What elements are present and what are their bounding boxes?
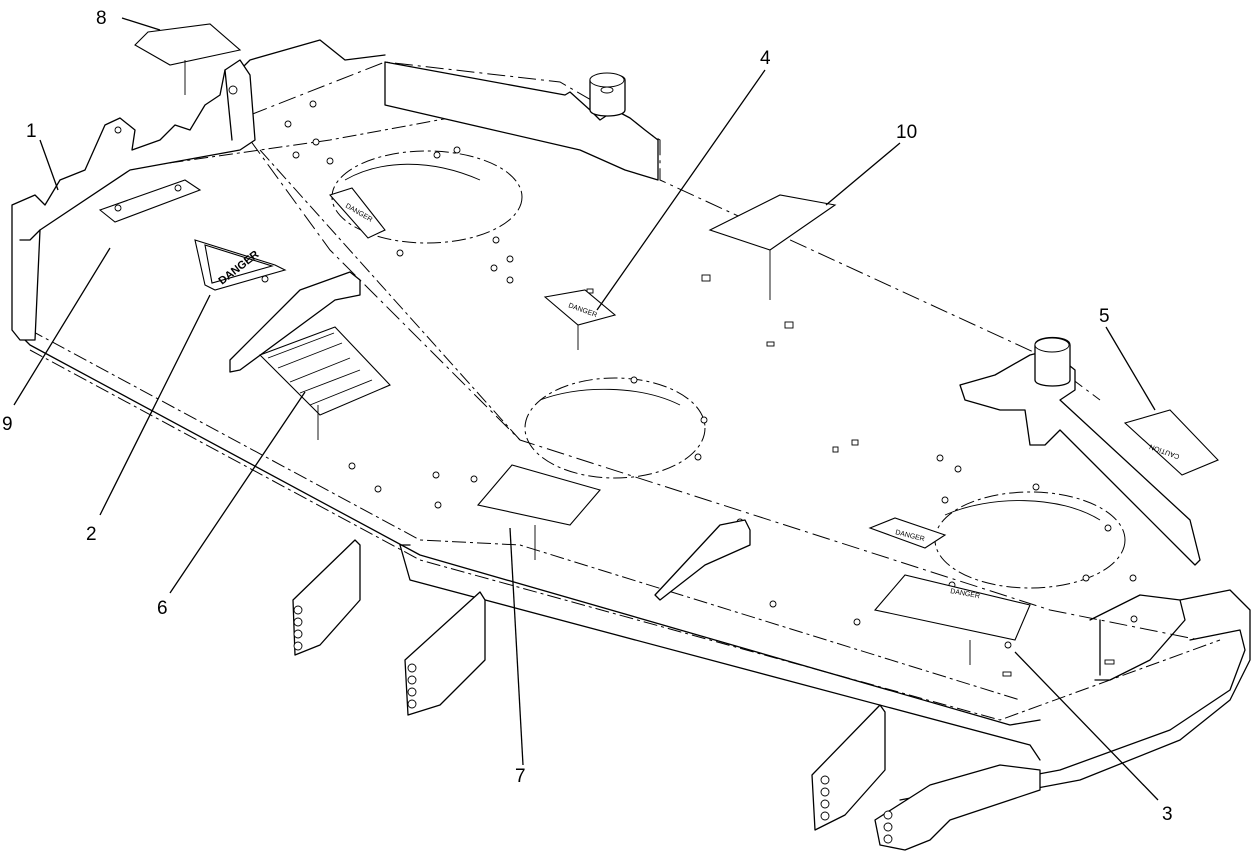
leader-8 — [121, 17, 161, 31]
leader-4 — [596, 69, 766, 311]
decal-3-danger: DANGER — [873, 574, 1031, 665]
leader-6 — [169, 391, 306, 594]
rear-baffle — [384, 61, 659, 181]
decal-8 — [134, 23, 242, 95]
decal-9 — [98, 179, 202, 223]
leader-5 — [1105, 326, 1156, 411]
callout-4: 4 — [760, 48, 771, 69]
decal-4-danger: DANGER — [543, 289, 617, 350]
deck-holes — [261, 100, 1138, 677]
callout-2: 2 — [86, 524, 97, 545]
decal-7 — [476, 464, 601, 560]
leader-1 — [39, 139, 59, 191]
leader-9 — [13, 247, 111, 406]
callout-9: 9 — [2, 414, 13, 435]
decal-danger-small-a: DANGER — [329, 187, 386, 239]
decal-danger-small-b: DANGER — [868, 517, 947, 549]
brackets — [229, 271, 1186, 851]
callout-10: 10 — [896, 122, 917, 143]
callout-8: 8 — [96, 8, 107, 29]
callout-5: 5 — [1099, 306, 1110, 327]
leader-7 — [509, 527, 524, 766]
callout-labels: 8 1 9 2 6 7 4 10 5 3 — [2, 8, 1173, 825]
leader-10 — [825, 142, 901, 206]
right-baffle — [959, 336, 1201, 566]
callout-7: 7 — [515, 766, 526, 787]
decal-5-caution: CAUTION — [1123, 409, 1219, 476]
decal-10 — [708, 194, 837, 300]
decal-2-danger-triangle: DANGER — [194, 239, 287, 291]
decal-6-instruction — [259, 326, 391, 440]
callout-6: 6 — [157, 598, 168, 619]
leader-3 — [1014, 651, 1159, 801]
leader-2 — [99, 294, 211, 516]
callout-3: 3 — [1162, 804, 1173, 825]
callout-1: 1 — [26, 121, 37, 142]
left-baffle — [11, 59, 256, 341]
leader-lines — [13, 17, 1159, 801]
